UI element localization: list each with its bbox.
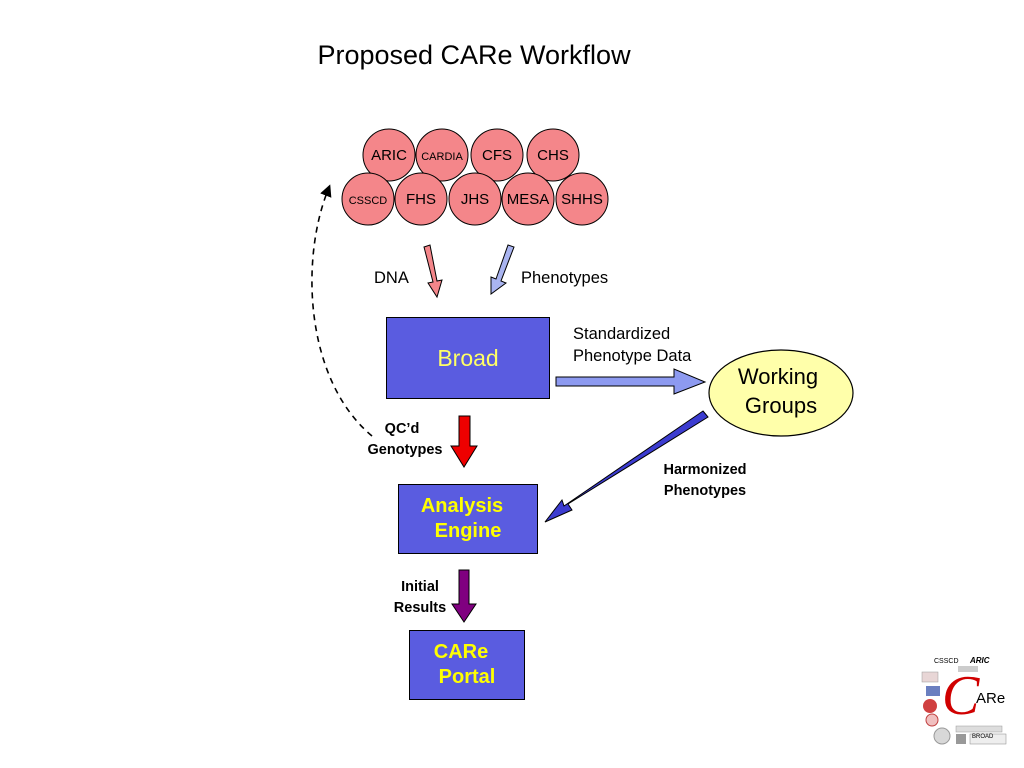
broad-box: Broad — [386, 317, 550, 399]
logo-are-text: ARe — [976, 690, 1006, 707]
harmonized-label: Harmonized Phenotypes — [663, 462, 747, 499]
logo-c-letter: C — [942, 665, 980, 727]
qc-genotypes-arrow — [450, 415, 478, 468]
phenotypes-label: Phenotypes — [521, 269, 609, 287]
feedback-dashed-arrow — [311, 184, 373, 437]
cohort-circle-shhs — [555, 172, 609, 226]
cohort-label-jhs: JHS — [461, 191, 489, 208]
cohort-label-shhs: SHHS — [561, 191, 603, 208]
standardized-arrow — [555, 368, 707, 395]
cohort-circle-cardia — [415, 128, 469, 182]
cohort-label-chs: CHS — [537, 147, 569, 164]
initial-results-arrow — [451, 569, 477, 623]
logo-broad-text: BROAD — [972, 734, 994, 740]
working-groups-label: Working Groups — [737, 364, 819, 418]
cohort-circle-mesa — [501, 172, 555, 226]
care-logo: CSSCD ARIC C ARe BROAD — [920, 654, 1020, 750]
working-groups-ellipse — [708, 349, 854, 437]
cohort-label-aric: ARIC — [371, 147, 407, 164]
dna-label: DNA — [374, 269, 409, 287]
care-portal-box: CARe Portal — [409, 630, 525, 700]
cohort-circle-fhs — [394, 172, 448, 226]
cohort-label-csscd: CSSCD — [349, 195, 388, 207]
care-logo-graphic — [921, 666, 1007, 745]
cohort-label-cardia: CARDIA — [421, 151, 463, 163]
standardized-label: Standardized Phenotype Data — [573, 325, 692, 365]
cohort-row-1: ARIC CARDIA CFS CHS — [362, 128, 580, 182]
initial-results-label: Initial Results — [393, 579, 447, 616]
cohort-circle-aric — [362, 128, 416, 182]
logo-csscd-text: CSSCD — [934, 658, 959, 665]
phenotypes-arrow — [490, 244, 515, 295]
harmonized-arrow — [544, 410, 709, 523]
cohort-circle-cfs — [470, 128, 524, 182]
page-title: Proposed CARe Workflow — [317, 40, 631, 70]
cohort-row-2: CSSCD FHS JHS MESA SHHS — [341, 172, 609, 226]
analysis-engine-box: Analysis Engine — [398, 484, 538, 554]
qc-genotypes-label: QC’d Genotypes — [367, 421, 443, 458]
cohort-circle-jhs — [448, 172, 502, 226]
cohort-label-cfs: CFS — [482, 147, 512, 164]
cohort-label-fhs: FHS — [406, 191, 436, 208]
logo-aric-text: ARIC — [970, 656, 990, 665]
cohort-circle-chs — [526, 128, 580, 182]
cohort-label-mesa: MESA — [507, 191, 550, 208]
cohort-circle-csscd — [341, 172, 395, 226]
dna-arrow — [423, 244, 443, 299]
